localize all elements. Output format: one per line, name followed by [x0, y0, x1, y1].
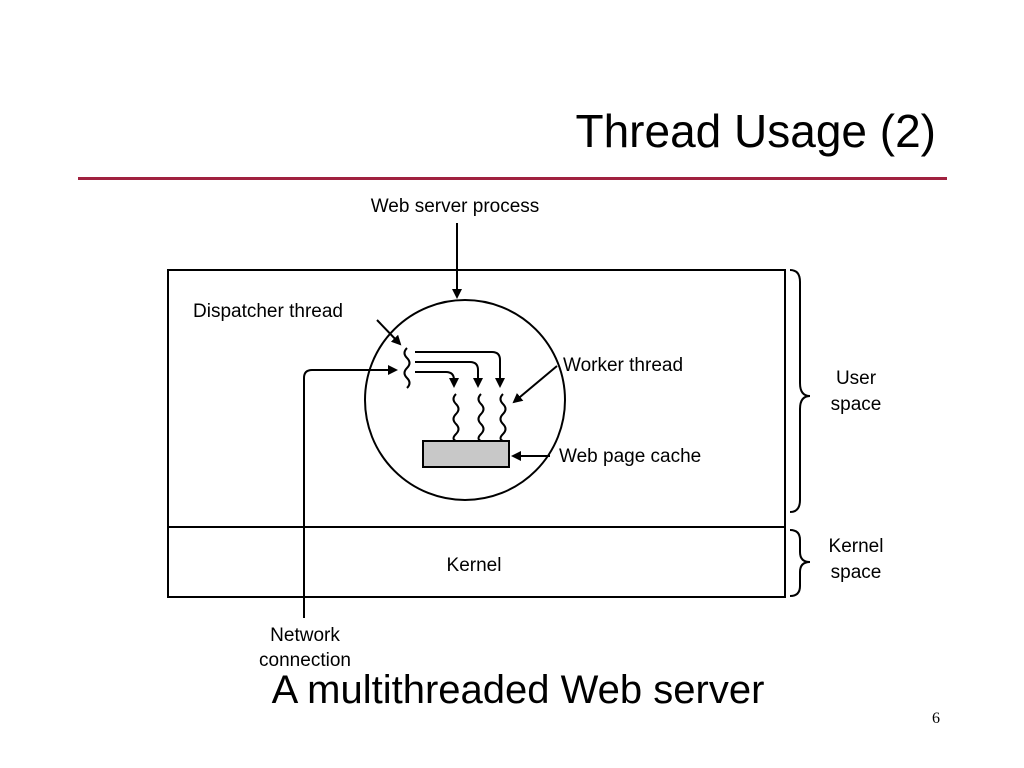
user-space-label-line2: space: [831, 394, 882, 415]
dispatcher-thread-squiggle: [403, 347, 411, 389]
worker-thread-arrow: [512, 365, 558, 404]
page-number: 6: [932, 710, 940, 727]
dispatch-arrow-2: [415, 361, 483, 388]
kernel-box: [167, 526, 786, 598]
user-space-brace: [789, 269, 811, 513]
kernel-space-label-line1: Kernel: [829, 536, 884, 557]
kernel-space-brace: [789, 529, 811, 597]
dispatcher-thread-arrow: [376, 319, 402, 346]
network-connection-arrow: [303, 365, 398, 618]
network-connection-label-line2: connection: [259, 650, 351, 671]
slide-title: Thread Usage (2): [575, 105, 937, 157]
worker-thread-label: Worker thread: [563, 355, 683, 376]
dispatcher-thread-label: Dispatcher thread: [193, 301, 343, 322]
dispatch-arrow-1: [415, 351, 505, 388]
web-page-cache-box: [422, 440, 510, 468]
network-connection-label-line1: Network: [270, 625, 340, 646]
kernel-label: Kernel: [447, 555, 502, 576]
web-server-process-circle: [364, 299, 566, 501]
web-server-process-label: Web server process: [371, 196, 540, 217]
title-divider: [78, 177, 947, 180]
slide-caption: A multithreaded Web server: [271, 668, 765, 712]
worker-thread-squiggle-3: [499, 393, 507, 442]
user-space-label-line1: User: [836, 368, 877, 389]
dispatch-arrow-3: [415, 371, 459, 388]
worker-thread-squiggle-1: [452, 393, 460, 442]
kernel-space-label-line2: space: [831, 562, 882, 583]
web-page-cache-label: Web page cache: [559, 446, 701, 467]
worker-thread-squiggle-2: [477, 393, 485, 442]
